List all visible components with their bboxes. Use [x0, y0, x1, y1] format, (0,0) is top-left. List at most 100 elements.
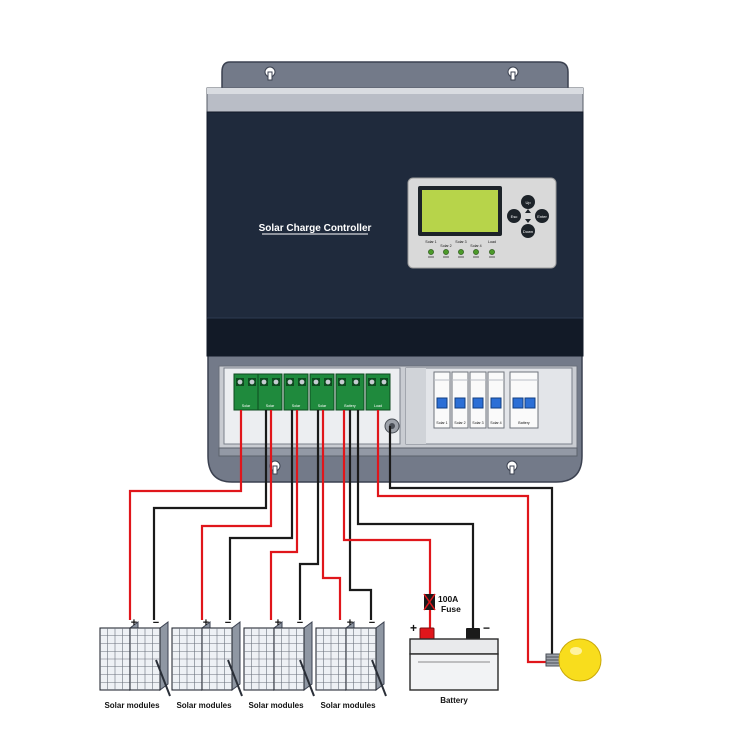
svg-text:Up: Up: [525, 200, 531, 205]
indicator-label: Solar 4: [470, 244, 481, 248]
breaker-label: Solar 3: [472, 421, 483, 425]
controller-title: Solar Charge Controller: [259, 223, 372, 234]
arrow-up-icon: [525, 209, 531, 213]
up-button[interactable]: Up: [521, 195, 535, 209]
solar-modules-label: Solar modules: [104, 701, 160, 710]
positive-wire: [376, 410, 546, 664]
solar-module-array: Solar modules+−Solar modules+−Solar modu…: [99, 617, 387, 710]
negative-terminal-sign: −: [225, 617, 231, 629]
wiring: [128, 410, 554, 664]
indicator-label: Solar 1: [425, 240, 436, 244]
terminal-label: Battery: [344, 404, 356, 408]
terminal-label: Solar: [318, 404, 327, 408]
status-led-icon: [473, 249, 479, 255]
screw-head-icon: [381, 379, 387, 385]
breaker-toggle[interactable]: [524, 397, 536, 409]
keyhole-slot-top-right: [507, 66, 519, 81]
lcd-screen: [422, 190, 498, 232]
terminal-label: Solar: [292, 404, 301, 408]
screw-head-icon: [369, 379, 375, 385]
screw-head-icon: [353, 379, 359, 385]
terminal-strip: Solar Solar Solar Solar Battery Load: [233, 373, 391, 411]
led-caption-mark: [443, 256, 449, 258]
positive-wire: [200, 410, 273, 620]
breaker-toggle[interactable]: [454, 397, 466, 409]
positive-wire: [321, 410, 342, 620]
solar-modules-label: Solar modules: [176, 701, 232, 710]
screw-head-icon: [299, 379, 305, 385]
breaker-label: Solar 1: [436, 421, 447, 425]
solar-module-group: Solar modules + −: [243, 617, 315, 710]
solar-module-group: Solar modules + −: [171, 617, 243, 710]
negative-terminal-sign: −: [297, 617, 303, 629]
solar-modules-label: Solar modules: [320, 701, 376, 710]
battery: [409, 627, 499, 691]
screw-head-icon: [249, 379, 255, 385]
negative-terminal-sign: −: [153, 617, 159, 629]
screw-head-icon: [287, 379, 293, 385]
enter-button[interactable]: Enter: [535, 209, 549, 223]
battery-negative-sign: −: [483, 621, 490, 635]
negative-wire: [228, 410, 294, 620]
keyhole-slot-bottom-right: [506, 460, 518, 475]
panel-stand: [299, 659, 315, 697]
breaker-toggle[interactable]: [512, 397, 524, 409]
panel-stand: [227, 659, 243, 697]
lightbulb-icon: [545, 638, 602, 682]
svg-text:Esc: Esc: [511, 214, 518, 219]
keyhole-slot-top-left: [264, 66, 276, 81]
status-led-icon: [428, 249, 434, 255]
indicator-label: Load: [488, 240, 496, 244]
positive-terminal-sign: +: [275, 617, 281, 629]
led-caption-mark: [428, 256, 434, 258]
breaker-toggle[interactable]: [472, 397, 484, 409]
terminal-label: Load: [374, 404, 382, 408]
indicator-label: Solar 2: [440, 244, 451, 248]
battery-positive-sign: +: [410, 621, 417, 635]
controller-dark-strip: [207, 318, 583, 356]
screw-head-icon: [237, 379, 243, 385]
arrow-down-icon: [525, 219, 531, 223]
solar-module-group: Solar modules + −: [99, 617, 171, 710]
positive-terminal-sign: +: [347, 617, 353, 629]
positive-wire: [269, 410, 299, 620]
led-caption-mark: [473, 256, 479, 258]
breaker-toggle[interactable]: [436, 397, 448, 409]
status-led-icon: [489, 249, 495, 255]
fuse-rating: 100A: [438, 594, 458, 604]
screw-head-icon: [339, 379, 345, 385]
panel-stand: [155, 659, 171, 697]
screw-head-icon: [313, 379, 319, 385]
panel-stand: [371, 659, 387, 697]
fuse-label: Fuse: [441, 604, 461, 614]
solar-modules-label: Solar modules: [248, 701, 304, 710]
negative-wire: [348, 410, 373, 620]
svg-text:Down: Down: [523, 229, 533, 234]
negative-terminal-sign: −: [369, 617, 375, 629]
status-led-icon: [443, 249, 449, 255]
positive-terminal-sign: +: [131, 617, 137, 629]
indicator-row: Solar 1 Solar 2 Solar 3 Solar 4 Load: [425, 240, 496, 258]
negative-wire: [298, 410, 320, 620]
battery-label: Battery: [440, 696, 468, 705]
down-button[interactable]: Down: [521, 224, 535, 238]
breaker-toggle[interactable]: [490, 397, 502, 409]
terminal-label: Solar: [266, 404, 275, 408]
esc-button[interactable]: Esc: [507, 209, 521, 223]
negative-wire: [356, 410, 475, 628]
breaker-label: Solar 4: [490, 421, 501, 425]
positive-wire: [342, 410, 432, 594]
negative-wire: [388, 426, 554, 655]
positive-terminal-sign: +: [203, 617, 209, 629]
indicator-label: Solar 3: [455, 240, 466, 244]
led-caption-mark: [489, 256, 495, 258]
breaker-label: Battery: [518, 421, 530, 425]
breaker-label: Solar 2: [454, 421, 465, 425]
terminal-label: Solar: [242, 404, 251, 408]
fuse: [423, 593, 436, 611]
svg-text:Enter: Enter: [537, 214, 547, 219]
screw-head-icon: [325, 379, 331, 385]
screw-head-icon: [261, 379, 267, 385]
positive-wire: [128, 410, 243, 620]
